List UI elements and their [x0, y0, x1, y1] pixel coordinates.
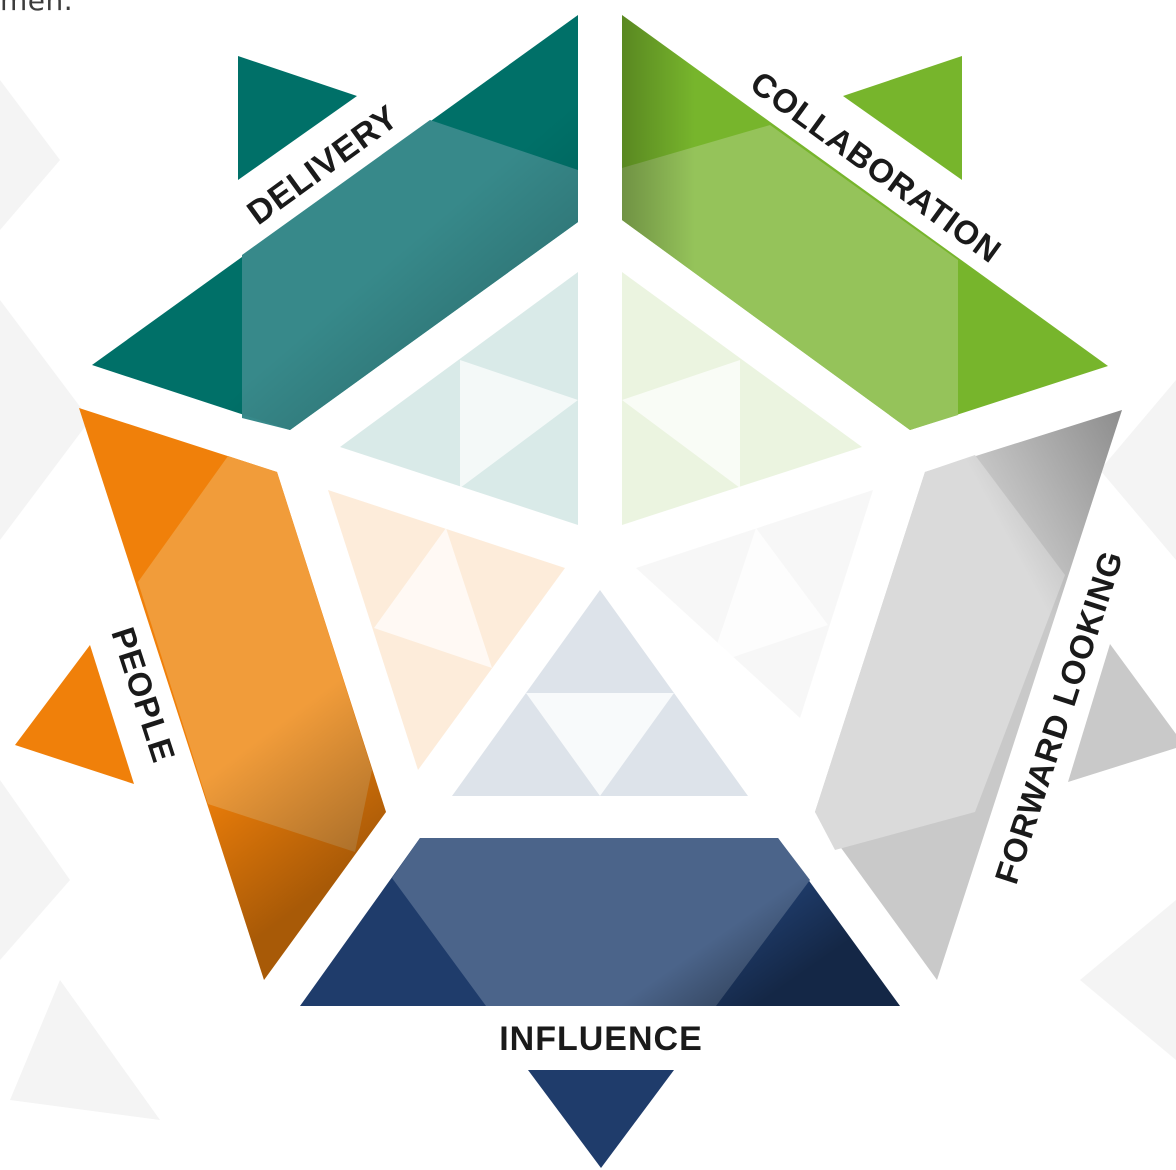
- background-pattern: [0, 80, 1176, 1120]
- people-flag-triangle: [15, 645, 134, 784]
- segment-influence: [300, 838, 900, 1168]
- delivery-flag-triangle: [238, 56, 357, 180]
- segment-forward-looking: [815, 410, 1176, 980]
- segment-people: [15, 408, 386, 980]
- inner-pentagon: [328, 272, 873, 796]
- influence-flag-triangle: [528, 1070, 674, 1168]
- forward-looking-flag-triangle: [1068, 644, 1176, 782]
- intro-text-fragment: men.: [0, 0, 74, 17]
- segment-delivery: [92, 15, 578, 430]
- segment-collaboration: [622, 15, 1108, 430]
- label-influence: INFLUENCE: [499, 1020, 703, 1058]
- collaboration-flag-triangle: [843, 56, 962, 180]
